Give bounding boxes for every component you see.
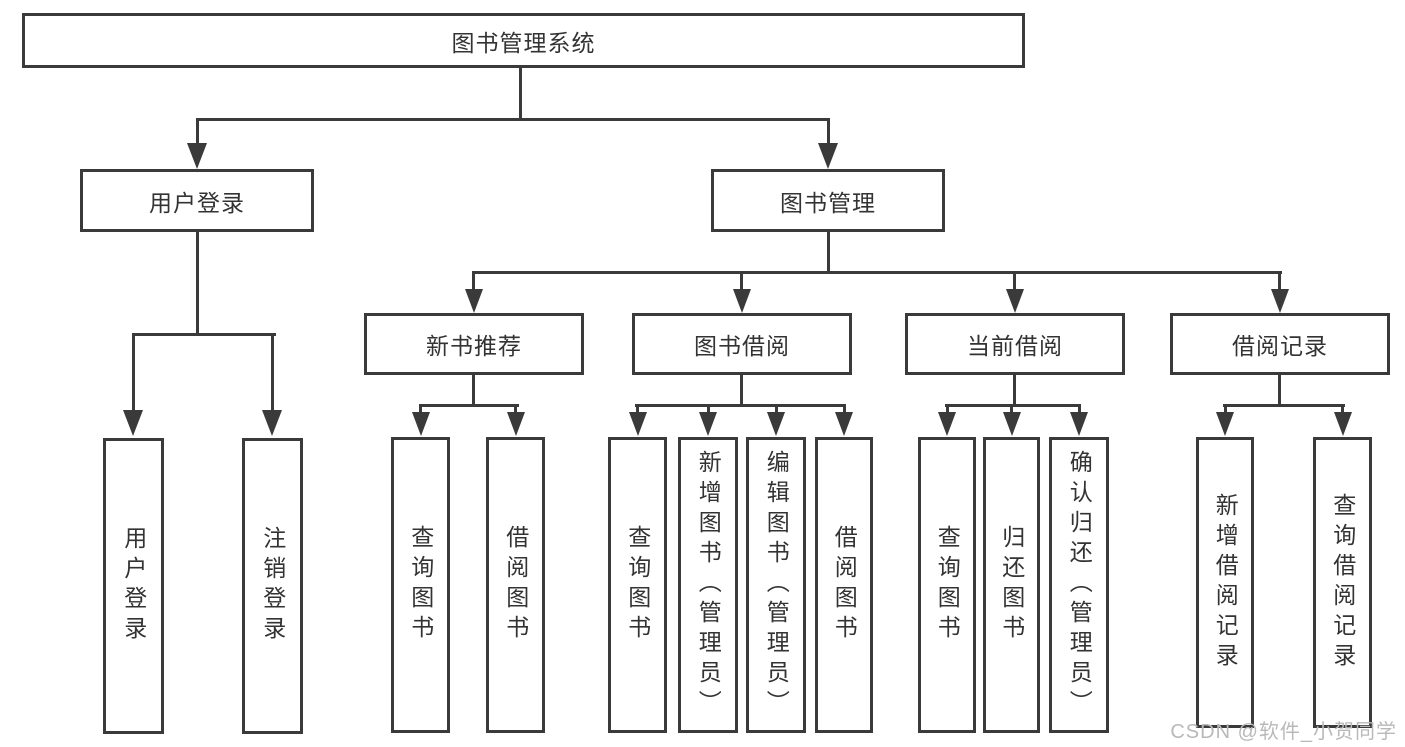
connector-line [707,404,710,416]
arrow-down-icon [412,412,430,436]
leaf-borrow-books: 借阅图书 [815,437,873,733]
connector-line [827,118,830,146]
leaf-confirm-return-admin-label: 确认归还（管理员） [1066,450,1093,720]
arrow-down-icon [262,410,282,436]
leaf-query-books-recommend: 查询图书 [391,437,450,733]
connector-line [132,333,135,413]
arrow-down-icon [1271,289,1289,313]
leaf-confirm-return-admin: 确认归还（管理员） [1049,437,1109,733]
connector-line [1013,375,1016,407]
arrow-down-icon [1216,412,1234,436]
leaf-borrow-books-label: 借阅图书 [831,525,858,645]
leaf-query-books-recommend-label: 查询图书 [407,525,434,645]
arrow-down-icon [699,412,717,436]
node-new-book-recommend-label: 新书推荐 [426,333,522,359]
leaf-add-borrow-record: 新增借阅记录 [1196,437,1254,728]
arrow-down-icon [507,412,525,436]
arrow-down-icon [629,412,647,436]
node-current-borrowing: 当前借阅 [905,313,1125,375]
arrow-down-icon [1334,412,1352,436]
leaf-user-login: 用户登录 [103,438,164,734]
arrow-down-icon [733,289,751,313]
leaf-query-books-current-label: 查询图书 [934,525,961,645]
connector-line [1278,271,1281,293]
connector-line [196,118,830,121]
leaf-edit-book-admin-label: 编辑图书（管理员） [763,450,790,720]
leaf-query-borrow-record: 查询借阅记录 [1313,437,1372,728]
arrow-down-icon [818,143,838,169]
connector-line [945,404,1081,407]
connector-line [196,118,199,146]
node-new-book-recommend: 新书推荐 [364,313,584,375]
connector-line [196,232,199,336]
node-root: 图书管理系统 [22,13,1025,68]
arrow-down-icon [465,289,483,313]
arrow-down-icon [1003,412,1021,436]
node-current-borrowing-label: 当前借阅 [967,333,1063,359]
csdn-watermark: CSDN @软件_小贺同学 [1170,721,1397,743]
node-borrow-records-label: 借阅记录 [1232,333,1328,359]
connector-line [1341,404,1344,416]
node-user-login: 用户登录 [80,169,314,232]
arrow-down-icon [1006,289,1024,313]
leaf-borrow-books-recommend-label: 借阅图书 [502,525,529,645]
connector-line [636,404,639,416]
leaf-logout-label: 注销登录 [259,526,286,646]
leaf-add-book-admin: 新增图书（管理员） [678,437,738,733]
connector-line [843,404,846,416]
leaf-query-borrow-record-label: 查询借阅记录 [1329,492,1356,673]
arrow-down-icon [187,143,207,169]
node-book-borrowing-label: 图书借阅 [694,333,790,359]
connector-line [740,375,743,407]
leaf-query-books-borrowing-label: 查询图书 [624,525,651,645]
node-user-login-label: 用户登录 [149,189,245,216]
connector-line [635,404,846,407]
connector-line [946,404,949,416]
node-book-management-label: 图书管理 [780,189,876,216]
connector-line [1223,404,1345,407]
connector-line [1224,404,1227,416]
node-root-label: 图书管理系统 [451,29,596,56]
connector-line [1278,375,1281,407]
leaf-return-book-label: 归还图书 [998,525,1025,645]
arrow-down-icon [1070,412,1088,436]
connector-line [827,232,830,274]
leaf-user-login-label: 用户登录 [120,526,147,646]
arrow-down-icon [938,412,956,436]
leaf-query-books-current: 查询图书 [918,437,976,733]
connector-line [472,271,1282,274]
arrow-down-icon [835,412,853,436]
leaf-add-book-admin-label: 新增图书（管理员） [695,450,722,720]
connector-line [132,333,276,336]
connector-line [514,404,517,416]
leaf-query-books-borrowing: 查询图书 [608,437,667,733]
connector-line [472,375,475,407]
connector-line [419,404,422,416]
arrow-down-icon [123,410,143,436]
connector-line [472,271,475,293]
connector-line [271,333,274,413]
connector-line [1010,404,1013,416]
node-book-borrowing: 图书借阅 [632,313,852,375]
node-book-management: 图书管理 [711,169,945,232]
leaf-logout: 注销登录 [242,438,303,734]
node-borrow-records: 借阅记录 [1170,313,1390,375]
connector-line [775,404,778,416]
connector-line [419,404,519,407]
connector-line [1013,271,1016,293]
connector-line [519,68,522,120]
leaf-edit-book-admin: 编辑图书（管理员） [746,437,806,733]
leaf-add-borrow-record-label: 新增借阅记录 [1212,492,1239,673]
leaf-borrow-books-recommend: 借阅图书 [486,437,545,733]
connector-line [1078,404,1081,416]
arrow-down-icon [767,412,785,436]
connector-line [740,271,743,293]
leaf-return-book: 归还图书 [983,437,1040,733]
